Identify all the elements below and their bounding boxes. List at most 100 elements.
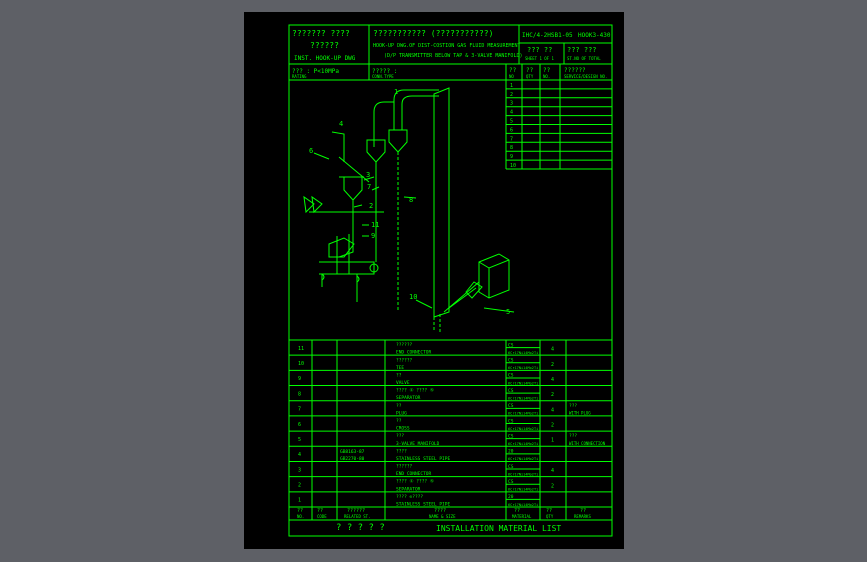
- callout-label: 4: [339, 120, 343, 128]
- part-number: 10: [298, 361, 304, 367]
- part-number: 4: [298, 452, 301, 458]
- part-number: 5: [298, 437, 301, 443]
- callout-label: 6: [309, 147, 313, 155]
- part-material-2: 6Cr17Ni14Mo2Ti: [508, 412, 538, 416]
- doc-code: HOOK3-430: [578, 32, 611, 39]
- part-number: 7: [298, 407, 301, 413]
- parts-col-remark-en: REMARKS: [574, 514, 591, 519]
- part-number: 8: [298, 391, 301, 397]
- rating-en: RATING: [292, 74, 307, 79]
- parts-col-no-cn: ??: [297, 508, 303, 514]
- parts-col-qty-en: QTY: [546, 514, 554, 519]
- part-row: 7??PLUG CS 6Cr17Ni14Mo2Ti 4???WITH PLUG: [298, 403, 591, 417]
- part-material-1: CS: [508, 479, 514, 485]
- tag-row-number: 4: [510, 110, 513, 116]
- part-desc-en: VALVE: [396, 380, 410, 386]
- part-qty: 2: [551, 483, 554, 489]
- part-row: 5???3-VALVE MANIFOLDCS6Cr17Ni14Mo2Ti1???…: [298, 433, 606, 447]
- sheet-en: SHEET 1 OF 1: [525, 56, 554, 61]
- part-qty: 4: [551, 347, 554, 353]
- part-desc-en: STAINLESS STEEL PIPE: [396, 456, 450, 462]
- part-qty: 4: [551, 377, 554, 383]
- callout-label: 3: [366, 171, 370, 179]
- part-number: 2: [298, 483, 301, 489]
- part-desc-en: PLUG: [396, 410, 407, 416]
- callout-label: 9: [371, 232, 375, 240]
- part-material-1: CS: [508, 433, 514, 439]
- part-material-1: CS: [508, 342, 514, 348]
- part-standard-2: GB2270-80: [340, 456, 365, 462]
- tag-row-number: 8: [510, 145, 513, 151]
- part-material-2: 6Cr17Ni14Mo2Ti: [508, 472, 538, 476]
- part-desc-cn: ???? ① ???? ⑤: [396, 388, 435, 394]
- part-material-2: 6Cr17Ni14Mo2Ti: [508, 381, 538, 385]
- part-qty: 4: [551, 407, 554, 413]
- part-desc-en: 3-VALVE MANIFOLD: [396, 441, 440, 447]
- part-remark-en: WITH PLUG: [569, 410, 591, 415]
- tag-row-number: 6: [510, 127, 513, 133]
- tag-col-tag-cn: ??: [543, 67, 551, 74]
- tag-col-no-cn: ??: [509, 67, 517, 74]
- tag-row-number: 9: [510, 154, 513, 160]
- tag-col-tag-en: NO.: [543, 74, 550, 79]
- part-number: 1: [298, 498, 301, 504]
- conn-type-en: CONN.TYPE: [372, 74, 394, 79]
- part-material-2: 6Cr17Ni14Mo2Ti: [508, 442, 538, 446]
- tag-row-number: 2: [510, 92, 513, 98]
- part-material-1: CS: [508, 403, 514, 409]
- parts-col-remark-cn: ??: [580, 508, 586, 514]
- desc-cn: ??????????? (???????????): [373, 29, 493, 38]
- callout-label: 1: [394, 88, 398, 96]
- part-qty: 1: [551, 438, 554, 444]
- part-material-1: CS: [508, 358, 514, 364]
- part-qty: 2: [551, 423, 554, 429]
- callout-label: 8: [409, 196, 413, 204]
- separator-upper: [388, 129, 408, 153]
- separator-mid: [366, 139, 386, 163]
- parts-col-desc-cn: ????: [434, 508, 446, 514]
- part-desc-cn: ??????: [396, 464, 413, 470]
- callout-label: 2: [369, 202, 373, 210]
- part-desc-cn: ??: [396, 418, 402, 424]
- drawing-border: [288, 24, 613, 537]
- valve-handwheel: [369, 263, 379, 273]
- part-desc-en: SEPARATOR: [396, 486, 421, 492]
- part-material-1: CS: [508, 388, 514, 394]
- part-desc-cn: ??????: [396, 342, 413, 348]
- part-desc-en: TEE: [396, 365, 404, 371]
- footer-cn: ? ? ? ? ?: [336, 523, 385, 533]
- conn-type-cn: ????? :: [372, 68, 397, 75]
- part-remark-cn: ???: [569, 403, 577, 409]
- three-valve-manifold: [478, 253, 510, 299]
- tag-row-number: 5: [510, 119, 513, 125]
- part-number: 9: [298, 376, 301, 382]
- drawing-sheet: 1 2 3 4 5 6 7 8 9 10 11??????END CONNECTORCS6Cr17…: [288, 24, 613, 537]
- part-desc-cn: ??: [396, 403, 402, 409]
- total-cn: ??? ???: [567, 46, 597, 54]
- title-cn-2: ??????: [310, 41, 339, 50]
- part-material-2: 6Cr17Ni14Mo2Ti: [508, 488, 538, 492]
- part-material-2: 6Cr17Ni14Mo2Ti: [508, 503, 538, 507]
- part-number: 11: [298, 346, 304, 352]
- part-desc-cn: ???: [396, 433, 404, 439]
- part-material-1: CS: [508, 373, 514, 379]
- parts-col-code-en: CODE: [317, 514, 327, 519]
- footer-title: INSTALLATION MATERIAL LIST: [436, 524, 561, 533]
- part-material-2: 6Cr17Ni14Mo2Ti: [508, 366, 538, 370]
- callout-label: 11: [371, 221, 379, 229]
- part-material-2: 6Cr17Ni14Mo2Ti: [508, 457, 538, 461]
- part-qty: 4: [551, 468, 554, 474]
- part-material-2: 6Cr17Ni14Mo2Ti: [508, 397, 538, 401]
- part-row: 1???? ⊙????STAINLESS STEEL PIPE206Cr17Ni…: [298, 494, 538, 508]
- hookup-isometric: [303, 87, 515, 334]
- part-desc-cn: ???? ① ???? ⑤: [396, 479, 435, 485]
- tag-col-qty-cn: ??: [526, 67, 534, 74]
- parts-col-no-en: NO.: [297, 514, 304, 519]
- tag-col-service-en: SERVICE/DESIGN NO.: [564, 74, 607, 79]
